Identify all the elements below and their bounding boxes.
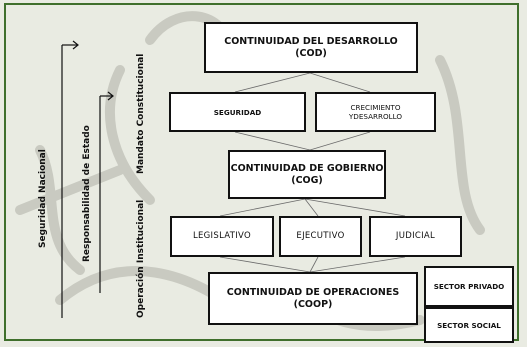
box-continuidad-desarrollo: CONTINUIDAD DEL DESARROLLO (COD) bbox=[204, 22, 418, 73]
box-sector-social-label: SECTOR SOCIAL bbox=[437, 320, 501, 330]
label-operacion-institucional: Operación Institucional bbox=[136, 199, 146, 318]
box-crecimiento-line1: CRECIMIENTO bbox=[350, 103, 401, 112]
box-cod-acronym: (COD) bbox=[295, 47, 327, 59]
label-mandato-constitucional: Mandato Constitucional bbox=[136, 53, 146, 174]
box-crecimiento-line2: YDESARROLLO bbox=[348, 112, 403, 121]
label-responsabilidad-estado: Responsabilidad de Estado bbox=[82, 125, 92, 262]
box-legislativo: LEGISLATIVO bbox=[170, 216, 274, 257]
box-sector-privado: SECTOR PRIVADO bbox=[424, 266, 514, 307]
box-cog-acronym: (COG) bbox=[291, 174, 323, 186]
box-cod-title: CONTINUIDAD DEL DESARROLLO bbox=[224, 35, 398, 47]
box-cog-title: CONTINUIDAD DE GOBIERNO bbox=[230, 162, 384, 174]
box-sector-social: SECTOR SOCIAL bbox=[424, 307, 514, 343]
box-coop-title: CONTINUIDAD DE OPERACIONES bbox=[226, 286, 400, 298]
box-continuidad-gobierno: CONTINUIDAD DE GOBIERNO (COG) bbox=[228, 150, 386, 199]
box-legislativo-label: LEGISLATIVO bbox=[192, 231, 252, 242]
box-judicial: JUDICIAL bbox=[369, 216, 462, 257]
box-seguridad: SEGURIDAD bbox=[169, 92, 306, 132]
box-ejecutivo: EJECUTIVO bbox=[279, 216, 362, 257]
box-crecimiento-desarrollo: CRECIMIENTO YDESARROLLO bbox=[315, 92, 436, 132]
box-ejecutivo-label: EJECUTIVO bbox=[296, 231, 345, 242]
box-sector-privado-label: SECTOR PRIVADO bbox=[433, 282, 505, 291]
box-seguridad-label: SEGURIDAD bbox=[213, 107, 262, 117]
diagram-frame bbox=[4, 3, 519, 341]
box-continuidad-operaciones: CONTINUIDAD DE OPERACIONES (COOP) bbox=[208, 272, 418, 325]
label-seguridad-nacional: Seguridad Nacional bbox=[38, 149, 48, 248]
box-judicial-label: JUDICIAL bbox=[395, 231, 436, 242]
box-coop-acronym: (COOP) bbox=[293, 298, 333, 310]
